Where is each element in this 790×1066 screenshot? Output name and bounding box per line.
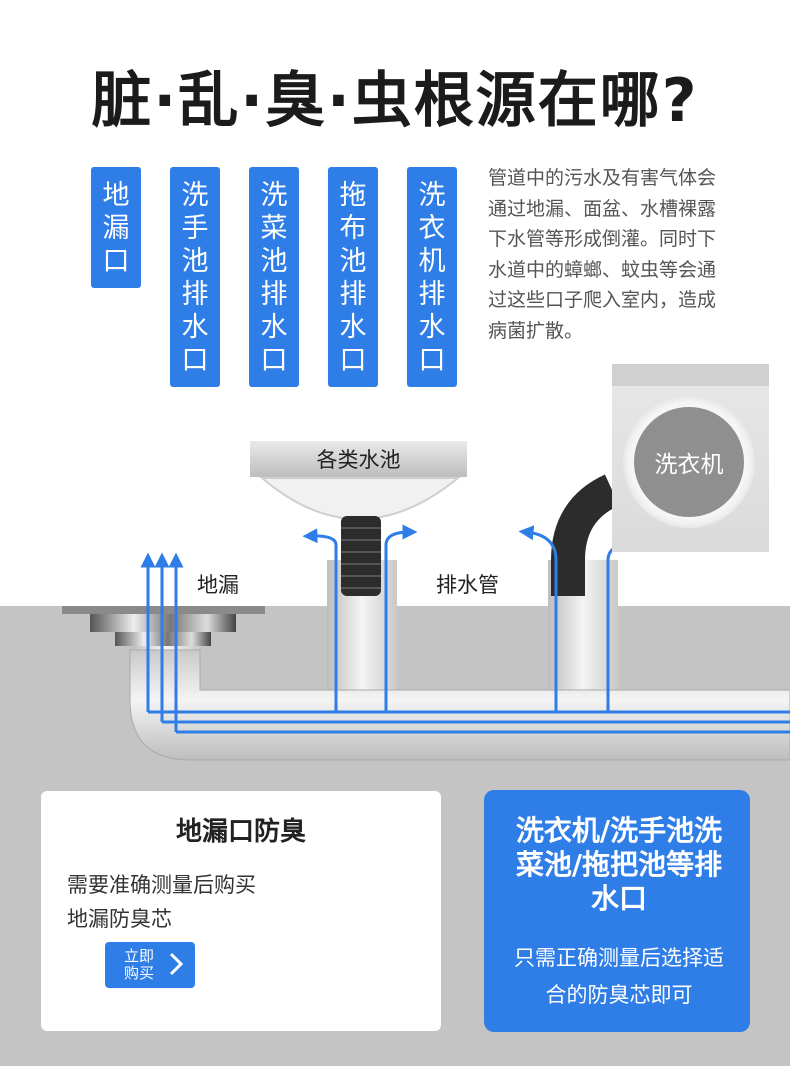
drainage-diagram	[62, 474, 790, 761]
tag-floor-drain: 地漏口	[91, 167, 141, 288]
chevron-right-icon	[169, 952, 184, 976]
washer-label: 洗衣机	[634, 407, 744, 517]
page-title: 脏·乱·臭·虫根源在哪?	[91, 66, 699, 136]
buy-now-label: 立即购买	[123, 947, 154, 982]
outlet-card-text: 只需正确测量后选择适合的防臭芯即可	[514, 946, 724, 1007]
washer-hose	[551, 474, 620, 596]
floor-drain-card-title: 地漏口防臭	[175, 817, 306, 847]
problem-description: 管道中的污水及有害气体会通过地漏、面盆、水槽裸露下水管等形成倒灌。同时下水道中的…	[488, 167, 717, 342]
floor-drain-card: 地漏口防臭 需要准确测量后购买地漏防臭芯 立即购买	[41, 791, 441, 1031]
main-drain-pipe	[129, 649, 790, 761]
tag-vegetable-sink: 洗菜池排水口	[249, 167, 299, 387]
floor-drain-label: 地漏	[197, 573, 239, 597]
sink-bowl	[259, 477, 461, 520]
tag-washer-drain: 洗衣机排水口	[407, 167, 457, 387]
tag-mop-sink: 拖布池排水口	[328, 167, 378, 387]
sink-label: 各类水池	[250, 441, 467, 477]
buy-now-button[interactable]: 立即购买	[105, 942, 195, 988]
outlet-card: 洗衣机/洗手池洗菜池/拖把池等排水口 只需正确测量后选择适合的防臭芯即可	[484, 790, 750, 1032]
drain-pipe-label: 排水管	[436, 573, 499, 597]
floor-drain-card-text: 需要准确测量后购买地漏防臭芯	[67, 873, 256, 931]
outlet-card-title: 洗衣机/洗手池洗菜池/拖把池等排水口	[515, 814, 723, 915]
tag-hand-basin: 洗手池排水口	[170, 167, 220, 387]
